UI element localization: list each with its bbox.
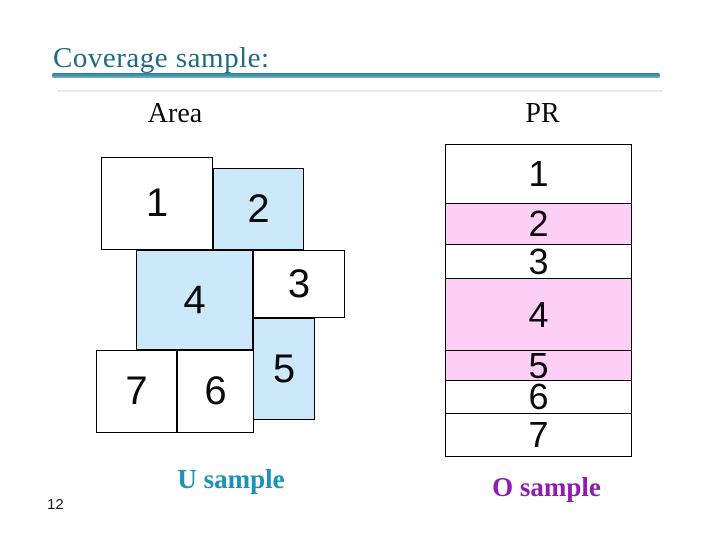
area-rect-3: 3	[253, 250, 345, 318]
title-underline-bar	[52, 73, 660, 78]
area-rect-label: 2	[247, 186, 270, 231]
area-rect-label: 6	[204, 369, 227, 413]
pr-row-6: 6	[446, 376, 631, 417]
o-sample-caption: O sample	[492, 472, 601, 502]
page-number: 12	[47, 496, 64, 513]
pr-heading: PR	[525, 98, 560, 129]
pr-row-label: 4	[528, 293, 549, 335]
slide-title: Coverage sample:	[53, 42, 270, 74]
content-placeholder-outline	[57, 90, 663, 92]
pr-row-label: 1	[528, 153, 549, 194]
pr-row-1: 1	[446, 145, 631, 204]
pr-row-label: 6	[528, 376, 549, 417]
area-rect-label: 3	[287, 261, 311, 306]
area-rect-label: 5	[272, 346, 296, 391]
area-rect-2: 2	[213, 168, 304, 250]
pr-row-label: 3	[528, 240, 549, 282]
area-rect-label: 1	[145, 181, 169, 225]
pr-row-2: 2	[446, 203, 631, 245]
u-sample-caption: U sample	[177, 464, 285, 494]
area-rect-1: 1	[101, 157, 213, 250]
pr-row-3: 3	[446, 241, 631, 282]
pr-row-label: 2	[528, 203, 549, 244]
area-rect-label: 4	[183, 277, 206, 322]
area-rect-4: 4	[136, 250, 253, 350]
area-rect-label: 7	[125, 369, 148, 413]
pr-row-4: 4	[446, 279, 631, 351]
pr-row-5: 5	[446, 345, 631, 386]
area-rect-5: 5	[253, 318, 315, 420]
area-rect-6: 6	[177, 350, 254, 433]
area-rect-7: 7	[96, 350, 177, 433]
pr-row-label: 7	[528, 414, 549, 455]
pr-row-7: 7	[446, 414, 631, 456]
pr-row-label: 5	[528, 344, 549, 386]
area-heading: Area	[147, 98, 203, 129]
